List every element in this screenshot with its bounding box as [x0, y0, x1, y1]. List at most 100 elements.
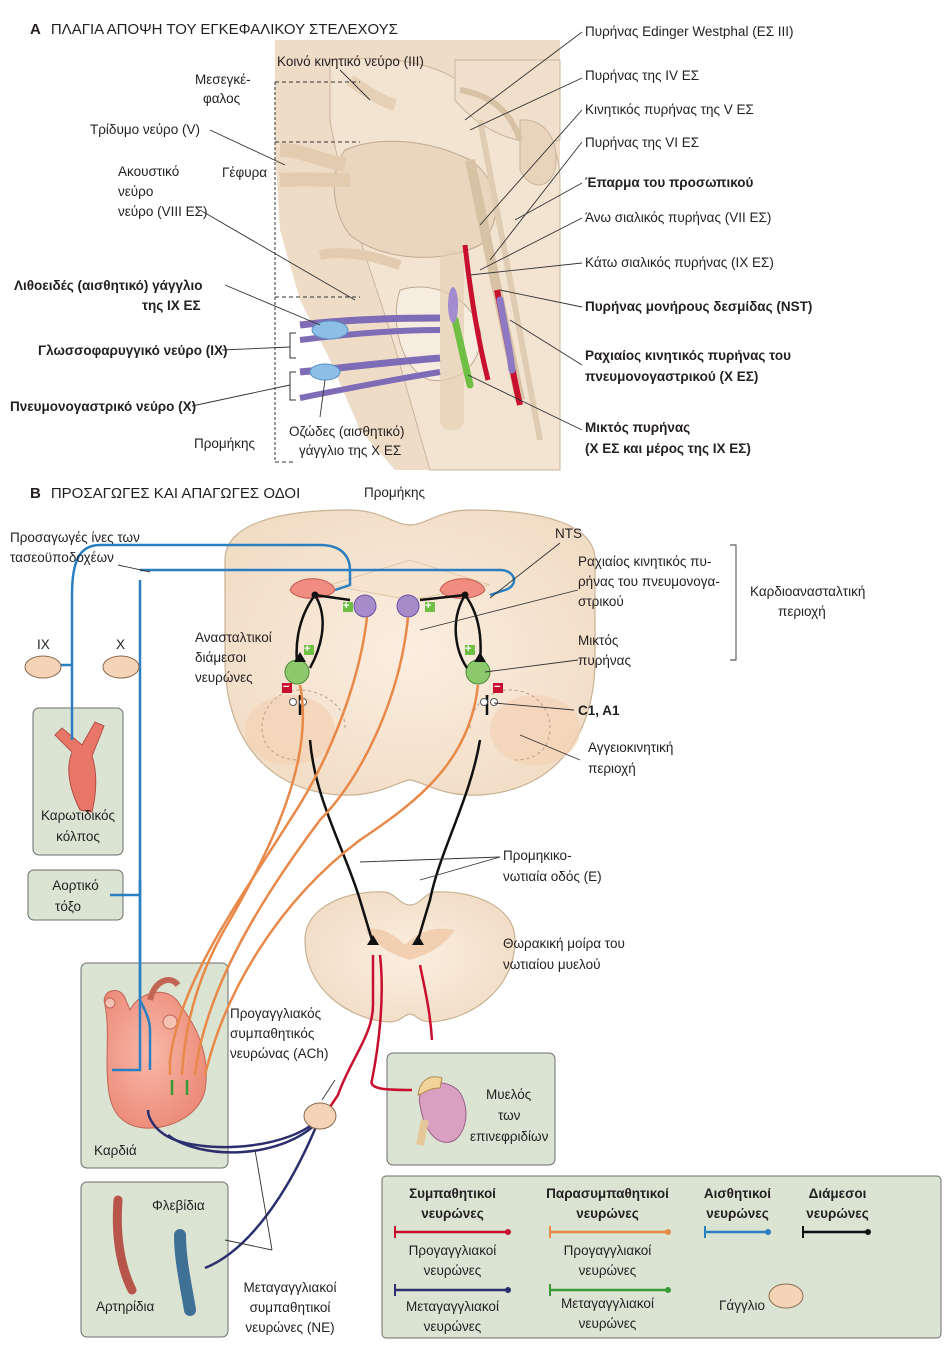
- legend-sensory-2: νευρώνες: [706, 1206, 769, 1221]
- label-facial-colliculus: Έπαρμα του προσωπικού: [585, 175, 754, 190]
- interneuron-pathways: [295, 593, 489, 941]
- label-iv-nucleus: Πυρήνας της IV ΕΣ: [585, 68, 700, 83]
- legend-sympathetic-2: νευρώνες: [421, 1206, 484, 1221]
- label-dmv-2: πνευμονογαστρικού (X ΕΣ): [585, 369, 759, 384]
- label-preganglionic-2: συμπαθητικός: [230, 1026, 315, 1041]
- label-acoustic-2: νεύρο: [118, 184, 154, 199]
- heart-illustration: [103, 977, 207, 1129]
- label-baroreceptor-2: τασεοϋποδοχέων: [10, 550, 114, 565]
- label-x: X: [116, 637, 126, 652]
- legend-samples: [394, 1226, 871, 1309]
- plus-sign-4: +: [465, 643, 472, 655]
- carotid-sinus-illustration: [54, 721, 105, 813]
- plus-sign-3: +: [425, 600, 432, 612]
- ganglion-x: [102, 655, 140, 679]
- legend-para-post-2: νευρώνες: [578, 1316, 637, 1331]
- label-baroreceptor-1: Προσαγωγές ίνες των: [10, 530, 140, 545]
- legend-interneuron-1: Διάμεσοι: [808, 1186, 867, 1201]
- inhibitory-badges: [282, 683, 503, 693]
- label-nst: Πυρήνας μονήρους δεσμίδας (NST): [585, 299, 813, 314]
- thoracic-spinal-cord: [304, 891, 516, 1023]
- minus-sign-1: −: [283, 681, 290, 693]
- label-postganglionic-1: Μεταγαγγλιακοί: [243, 1280, 337, 1295]
- section-b-text: ΠΡΟΣΑΓΩΓΕΣ ΚΑΙ ΑΠΑΓΩΓΕΣ ΟΔΟΙ: [50, 485, 301, 502]
- label-adrenal-1: Μυελός: [486, 1087, 532, 1102]
- label-acoustic-1: Ακουστικό: [118, 164, 180, 179]
- label-venules: Φλεβίδια: [152, 1198, 205, 1213]
- label-superior-salivatory: Άνω σιαλικός πυρήνας (VII ΕΣ): [585, 210, 772, 225]
- label-ambiguus-2: (X ΕΣ και μέρος της IX ΕΣ): [585, 441, 751, 456]
- label-vagus-nerve: Πνευμονογαστρικό νεύρο (X): [10, 399, 197, 414]
- interneuron-markers: [294, 591, 486, 945]
- dmv-right: [396, 594, 420, 618]
- label-dmv-1: Ραχιαίος κινητικός πυρήνας του: [585, 348, 791, 363]
- legend-parasympathetic-2: νευρώνες: [576, 1206, 639, 1221]
- label-carotid-2: κόλπος: [56, 829, 100, 844]
- label-pons: Γέφυρα: [222, 165, 268, 180]
- label-edinger-westphal: Πυρήνας Edinger Westphal (ΕΣ III): [585, 24, 794, 39]
- ganglion-ix: [24, 655, 62, 679]
- nts-nuclei: [289, 578, 486, 599]
- label-vasomotor-2: περιοχή: [588, 761, 636, 776]
- brainstem-illustration: [275, 40, 561, 471]
- label-oculomotor-nerve: Κοινό κινητικό νεύρο (III): [277, 54, 424, 69]
- label-thoracic-2: νωτιαίου μυελού: [503, 957, 601, 972]
- label-carotid-1: Καρωτιδικός: [40, 808, 116, 823]
- legend-sympathetic-1: Συμπαθητικοί: [409, 1186, 496, 1201]
- label-ambiguus-1: Μικτός πυρήνας: [585, 420, 691, 435]
- sympathetic-pre-pathways: [326, 954, 434, 1111]
- adrenal-box: [386, 1052, 556, 1166]
- vessels-illustration: [112, 1195, 196, 1316]
- label-bulbospinal-2: νωτιαία οδός (E): [503, 869, 602, 884]
- legend-para-pre-1: Προγαγγλιακοί: [563, 1243, 652, 1258]
- section-b-letter: B: [30, 485, 41, 502]
- label-inferior-salivatory: Κάτω σιαλικός πυρήνας (IX ΕΣ): [585, 255, 774, 270]
- legend-interneuron-2: νευρώνες: [806, 1206, 869, 1221]
- legend-symp-pre-2: νευρώνες: [423, 1263, 482, 1278]
- label-glossopharyngeal-nerve: Γλωσσοφαρυγγικό νεύρο (IX): [38, 343, 228, 358]
- sympathetic-post-pathways: [146, 1109, 320, 1270]
- label-dmv-b-3: στρικού: [578, 594, 624, 609]
- legend-parasympathetic-1: Παρασυμπαθητικοί: [546, 1186, 669, 1201]
- adrenal-illustration: [416, 1076, 467, 1146]
- label-ambiguus-b-2: πυρήνας: [578, 653, 631, 668]
- label-mesencephalon-1: Μεσεγκέ-: [195, 72, 251, 87]
- plus-sign-2: +: [343, 600, 350, 612]
- label-preganglionic-3: νευρώνας (ACh): [230, 1046, 329, 1061]
- label-bulbospinal-1: Προμηκικο-: [503, 848, 572, 863]
- excitatory-badges: [304, 602, 475, 655]
- sensory-pathways: [48, 543, 516, 1072]
- label-adrenal-3: επινεφριδίων: [470, 1129, 549, 1144]
- label-arterioles: Αρτηρίδια: [96, 1299, 155, 1314]
- label-mesencephalon-2: φαλος: [203, 91, 241, 106]
- plus-sign-1: +: [304, 643, 311, 655]
- legend-sensory-1: Αισθητικοί: [703, 1186, 772, 1201]
- parasympathetic-pre-pathways: [168, 616, 480, 1076]
- label-petrosal-ganglion-1: Λιθοειδές (αισθητικό) γάγγλιο: [14, 278, 203, 293]
- label-dmv-b-1: Ραχιαίος κινητικός πυ-: [578, 554, 712, 569]
- label-dmv-b-2: ρήνας του πνευμονογα-: [578, 574, 720, 589]
- label-trigeminal-nerve: Τρίδυμο νεύρο (V): [90, 122, 200, 137]
- label-medulla-a: Προμήκης: [194, 436, 255, 451]
- region-brackets: [274, 81, 360, 463]
- label-thoracic-1: Θωρακική μοίρα του: [503, 936, 625, 951]
- sympathetic-ganglion: [303, 1102, 337, 1130]
- label-c1-a1: C1, A1: [578, 703, 620, 718]
- label-nts: NTS: [555, 526, 582, 541]
- legend-symp-post-1: Μεταγαγγλιακοί: [406, 1299, 499, 1314]
- label-acoustic-3: νεύρο (VIII ΕΣ): [118, 204, 208, 219]
- label-inhibitory-2: διάμεσοι: [195, 650, 246, 665]
- label-adrenal-2: των: [498, 1108, 521, 1123]
- label-postganglionic-3: νευρώνες (NE): [245, 1320, 335, 1335]
- label-motor-v-nucleus: Κινητικός πυρήνας της V ΕΣ: [585, 102, 754, 117]
- leader-lines-b: [117, 542, 737, 1251]
- section-a-text: ΠΛΑΓΙΑ ΑΠΟΨΗ ΤΟΥ ΕΓΚΕΦΑΛΙΚΟΥ ΣΤΕΛΕΧΟΥΣ: [50, 21, 398, 38]
- label-cardioinhibitory-1: Καρδιοανασταλτική: [750, 584, 866, 599]
- label-medulla-b: Προμήκης: [364, 485, 425, 500]
- label-petrosal-ganglion-2: της IX ΕΣ: [142, 298, 201, 313]
- label-preganglionic-1: Προγαγγλιακός: [230, 1006, 322, 1021]
- leader-lines-a: [191, 31, 583, 431]
- label-heart: Καρδιά: [94, 1143, 137, 1158]
- label-aortic-2: τόξο: [54, 899, 82, 914]
